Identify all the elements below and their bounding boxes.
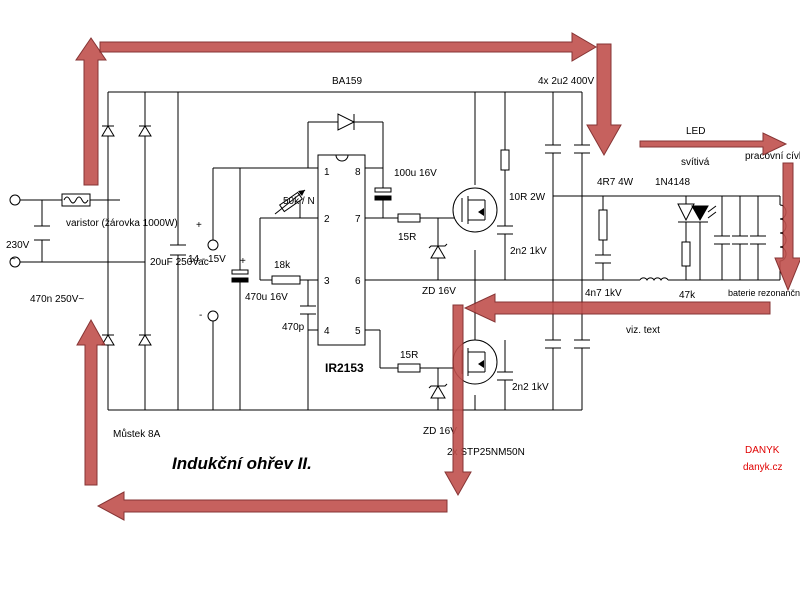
label-varistor: varistor (žárovka 1000W) bbox=[66, 218, 178, 229]
arrow-up-left bbox=[75, 37, 107, 186]
label-ba159: BA159 bbox=[332, 76, 362, 87]
author-name: DANYK bbox=[745, 445, 780, 456]
resistor-4r7 bbox=[598, 209, 608, 241]
arrow-right-top bbox=[99, 32, 597, 62]
label-inductor: viz. text bbox=[626, 325, 660, 336]
label-minus: - bbox=[199, 310, 202, 321]
capacitor-470n bbox=[34, 225, 50, 241]
pin-1: 1 bbox=[324, 167, 330, 178]
labels: BA159 4x 2u2 400V LED svítivá pracovní c… bbox=[6, 76, 800, 473]
arrow-down-coil bbox=[774, 162, 800, 292]
capacitors-2u2 bbox=[545, 144, 590, 349]
zener-high bbox=[428, 243, 448, 259]
label-mosfets: 2x STP25NM50N bbox=[447, 447, 525, 458]
led bbox=[691, 205, 717, 223]
label-zd-high: ZD 16V bbox=[422, 286, 456, 297]
label-20uf: 20uF 250Vac bbox=[150, 257, 209, 268]
label-mains-symbol: ~ bbox=[10, 254, 16, 265]
label-led: LED bbox=[686, 126, 705, 137]
label-15r-low: 15R bbox=[400, 350, 418, 361]
label-4n7: 4n7 1kV bbox=[585, 288, 622, 299]
arrow-down-top bbox=[586, 43, 622, 157]
resistor-15r-low bbox=[397, 363, 421, 373]
capacitor-100u bbox=[374, 187, 392, 201]
author-site: danyk.cz bbox=[743, 462, 782, 473]
mains-terminals bbox=[9, 194, 21, 268]
diode-ba159 bbox=[337, 113, 356, 131]
capacitor-2n2-high bbox=[497, 225, 513, 235]
label-battery: baterie rezonančních kondenzátorů bbox=[728, 288, 800, 298]
capacitor-20uf bbox=[170, 244, 186, 256]
resistor-15r-high bbox=[397, 213, 421, 223]
label-15r-high: 15R bbox=[398, 232, 416, 243]
pin-5: 5 bbox=[355, 326, 361, 337]
current-flow-arrows bbox=[75, 32, 800, 521]
capacitor-470u bbox=[231, 269, 249, 283]
label-18k: 18k bbox=[274, 260, 291, 271]
pin-2: 2 bbox=[324, 214, 330, 225]
label-1n4148: 1N4148 bbox=[655, 177, 690, 188]
arrow-left-middle bbox=[463, 293, 771, 323]
label-4r7: 4R7 4W bbox=[597, 177, 634, 188]
resonant-capacitors bbox=[714, 235, 766, 245]
label-caps-top: 4x 2u2 400V bbox=[538, 76, 594, 87]
capacitor-470p bbox=[300, 305, 316, 315]
bridge-rectifier bbox=[101, 125, 152, 346]
label-pot: 50k / N bbox=[283, 196, 315, 207]
label-2n2-high: 2n2 1kV bbox=[510, 246, 547, 257]
supply-terminals bbox=[207, 239, 219, 322]
inductor bbox=[639, 277, 669, 282]
label-mains-voltage: 230V bbox=[6, 240, 30, 251]
label-coil: pracovní cívka bbox=[745, 151, 800, 162]
label-plus-supply: + bbox=[196, 220, 202, 231]
pin-6: 6 bbox=[355, 276, 361, 287]
label-plus-cap: + bbox=[240, 256, 246, 267]
label-100u: 100u 16V bbox=[394, 168, 437, 179]
capacitor-2n2-low bbox=[497, 371, 513, 381]
arrow-left-bottom bbox=[96, 491, 448, 521]
arrow-right-led bbox=[639, 132, 788, 156]
pin-7: 7 bbox=[355, 214, 361, 225]
resistor-47k bbox=[681, 241, 691, 267]
label-2n2-low: 2n2 1kV bbox=[512, 382, 549, 393]
potentiometer-50k bbox=[274, 189, 306, 215]
varistor bbox=[61, 193, 91, 207]
label-470p: 470p bbox=[282, 322, 305, 333]
capacitor-4n7 bbox=[595, 254, 611, 264]
pin-4: 4 bbox=[324, 326, 330, 337]
wires bbox=[20, 91, 781, 411]
label-led-state: svítivá bbox=[681, 157, 710, 168]
resistor-10r bbox=[500, 149, 510, 171]
mosfet-high bbox=[452, 187, 498, 233]
resistor-18k bbox=[271, 275, 301, 285]
label-zd-low: ZD 16V bbox=[423, 426, 457, 437]
label-supply: 14 - 15V bbox=[188, 254, 226, 265]
arrow-up-bottom-left bbox=[76, 318, 106, 486]
label-470u: 470u 16V bbox=[245, 292, 288, 303]
ic-ir2153 bbox=[317, 154, 366, 346]
pin-3: 3 bbox=[324, 276, 330, 287]
label-bridge: Můstek 8A bbox=[113, 428, 161, 440]
label-10r: 10R 2W bbox=[509, 192, 546, 203]
label-47k: 47k bbox=[679, 290, 696, 301]
diode-1n4148 bbox=[677, 203, 695, 223]
arrow-down-middle bbox=[444, 304, 472, 497]
pin-8: 8 bbox=[355, 167, 361, 178]
label-470n: 470n 250V~ bbox=[30, 294, 84, 305]
label-ic: IR2153 bbox=[325, 361, 364, 375]
zener-low bbox=[428, 383, 448, 399]
diagram-title: Indukční ohřev II. bbox=[172, 454, 312, 473]
